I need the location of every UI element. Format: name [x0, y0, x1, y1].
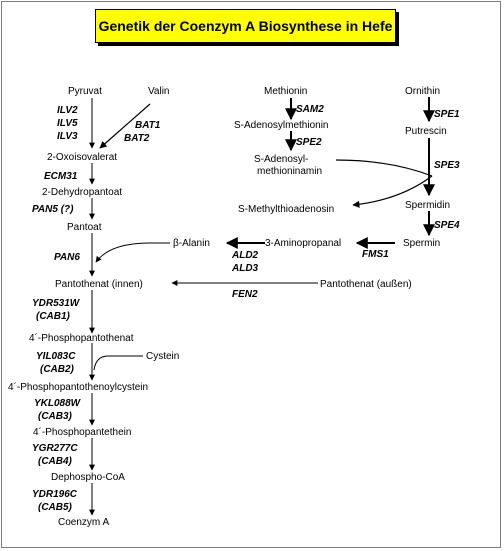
- gene-cab4: (CAB4): [38, 456, 73, 467]
- label-pantoat: Pantoat: [67, 222, 102, 233]
- arrow-samamin-spe3: [335, 159, 433, 177]
- gene-pan6: PAN6: [54, 252, 80, 263]
- label-aminopropanal: 3-Aminopropanal: [265, 238, 341, 249]
- gene-ydr196c: YDR196C: [32, 489, 78, 500]
- label-phosphopantethein: 4´-Phosphopantethein: [33, 426, 131, 438]
- label-methylthioadenosin: S-Methylthioadenosin: [238, 204, 334, 215]
- label-phosphopantothenoylcystein: 4´-Phosphopantothenoylcystein: [8, 381, 148, 393]
- gene-ygr277c: YGR277C: [32, 443, 78, 454]
- gene-labels: ILV2 ILV5 ILV3 BAT1 BAT2 ECM31 PAN5 (?) …: [32, 104, 460, 513]
- gene-ilv2: ILV2: [57, 105, 78, 116]
- arrow-spe3-methylthioadenosin: [352, 175, 433, 208]
- gene-ald3: ALD3: [231, 263, 259, 274]
- label-dephospho-coa: Dephospho-CoA: [51, 472, 125, 483]
- label-cystein: Cystein: [146, 351, 179, 362]
- metabolite-labels: Pyruvat Valin 2-Oxoisovalerat 2-Dehydrop…: [8, 86, 450, 528]
- label-phosphopantothenat: 4´-Phosphopantothenat: [29, 332, 134, 344]
- label-pantothenat-aussen: Pantothenat (außen): [320, 279, 412, 290]
- label-pantothenat-innen: Pantothenat (innen): [55, 279, 143, 290]
- label-dehydropantoat: 2-Dehydropantoat: [42, 187, 122, 198]
- pathway-arrows: [89, 97, 435, 516]
- gene-ykl088w: YKL088W: [34, 398, 82, 409]
- arrow-betaalanin-pan6: [95, 242, 170, 263]
- gene-ydr531w: YDR531W: [32, 298, 81, 309]
- gene-spe2: SPE2: [296, 137, 322, 148]
- label-spermidin: Spermidin: [405, 200, 450, 211]
- gene-yil083c: YIL083C: [36, 351, 76, 362]
- arrow-valin-oxoisovalerat: [99, 103, 151, 149]
- gene-pan5: PAN5 (?): [32, 204, 74, 215]
- gene-ilv3: ILV3: [57, 131, 78, 142]
- gene-cab3: (CAB3): [38, 411, 73, 422]
- gene-spe1: SPE1: [434, 109, 460, 120]
- gene-ilv5: ILV5: [57, 118, 78, 129]
- label-beta-alanin: β-Alanin: [173, 238, 210, 249]
- label-oxoisovalerat: 2-Oxoisovalerat: [47, 152, 117, 163]
- label-spermin: Spermin: [403, 238, 440, 249]
- gene-cab5: (CAB5): [38, 502, 73, 513]
- gene-bat2: BAT2: [124, 133, 150, 144]
- gene-fms1: FMS1: [362, 249, 389, 260]
- gene-cab2: (CAB2): [40, 364, 75, 375]
- gene-sam2: SAM2: [296, 104, 324, 115]
- gene-ecm31: ECM31: [44, 171, 78, 182]
- gene-fen2: FEN2: [232, 289, 258, 300]
- gene-spe3: SPE3: [434, 160, 460, 171]
- label-ornithin: Ornithin: [405, 86, 440, 97]
- label-s-adenosylmethioninamin-1: S-Adenosyl-: [254, 154, 308, 165]
- label-valin: Valin: [148, 86, 170, 97]
- label-coenzym-a: Coenzym A: [58, 517, 109, 528]
- gene-spe4: SPE4: [434, 220, 460, 231]
- label-methionin: Methionin: [264, 86, 307, 97]
- diagram-title: Genetik der Coenzym A Biosynthese in Hef…: [95, 9, 396, 43]
- label-s-adenosylmethioninamin-2: methioninamin: [257, 166, 322, 177]
- arrow-cystein-join: [93, 355, 143, 371]
- label-putrescin: Putrescin: [405, 126, 447, 137]
- gene-cab1: (CAB1): [36, 311, 71, 322]
- label-s-adenosylmethionin: S-Adenosylmethionin: [234, 120, 329, 131]
- gene-ald2: ALD2: [231, 250, 259, 261]
- label-pyruvat: Pyruvat: [68, 86, 102, 97]
- gene-bat1: BAT1: [135, 120, 161, 131]
